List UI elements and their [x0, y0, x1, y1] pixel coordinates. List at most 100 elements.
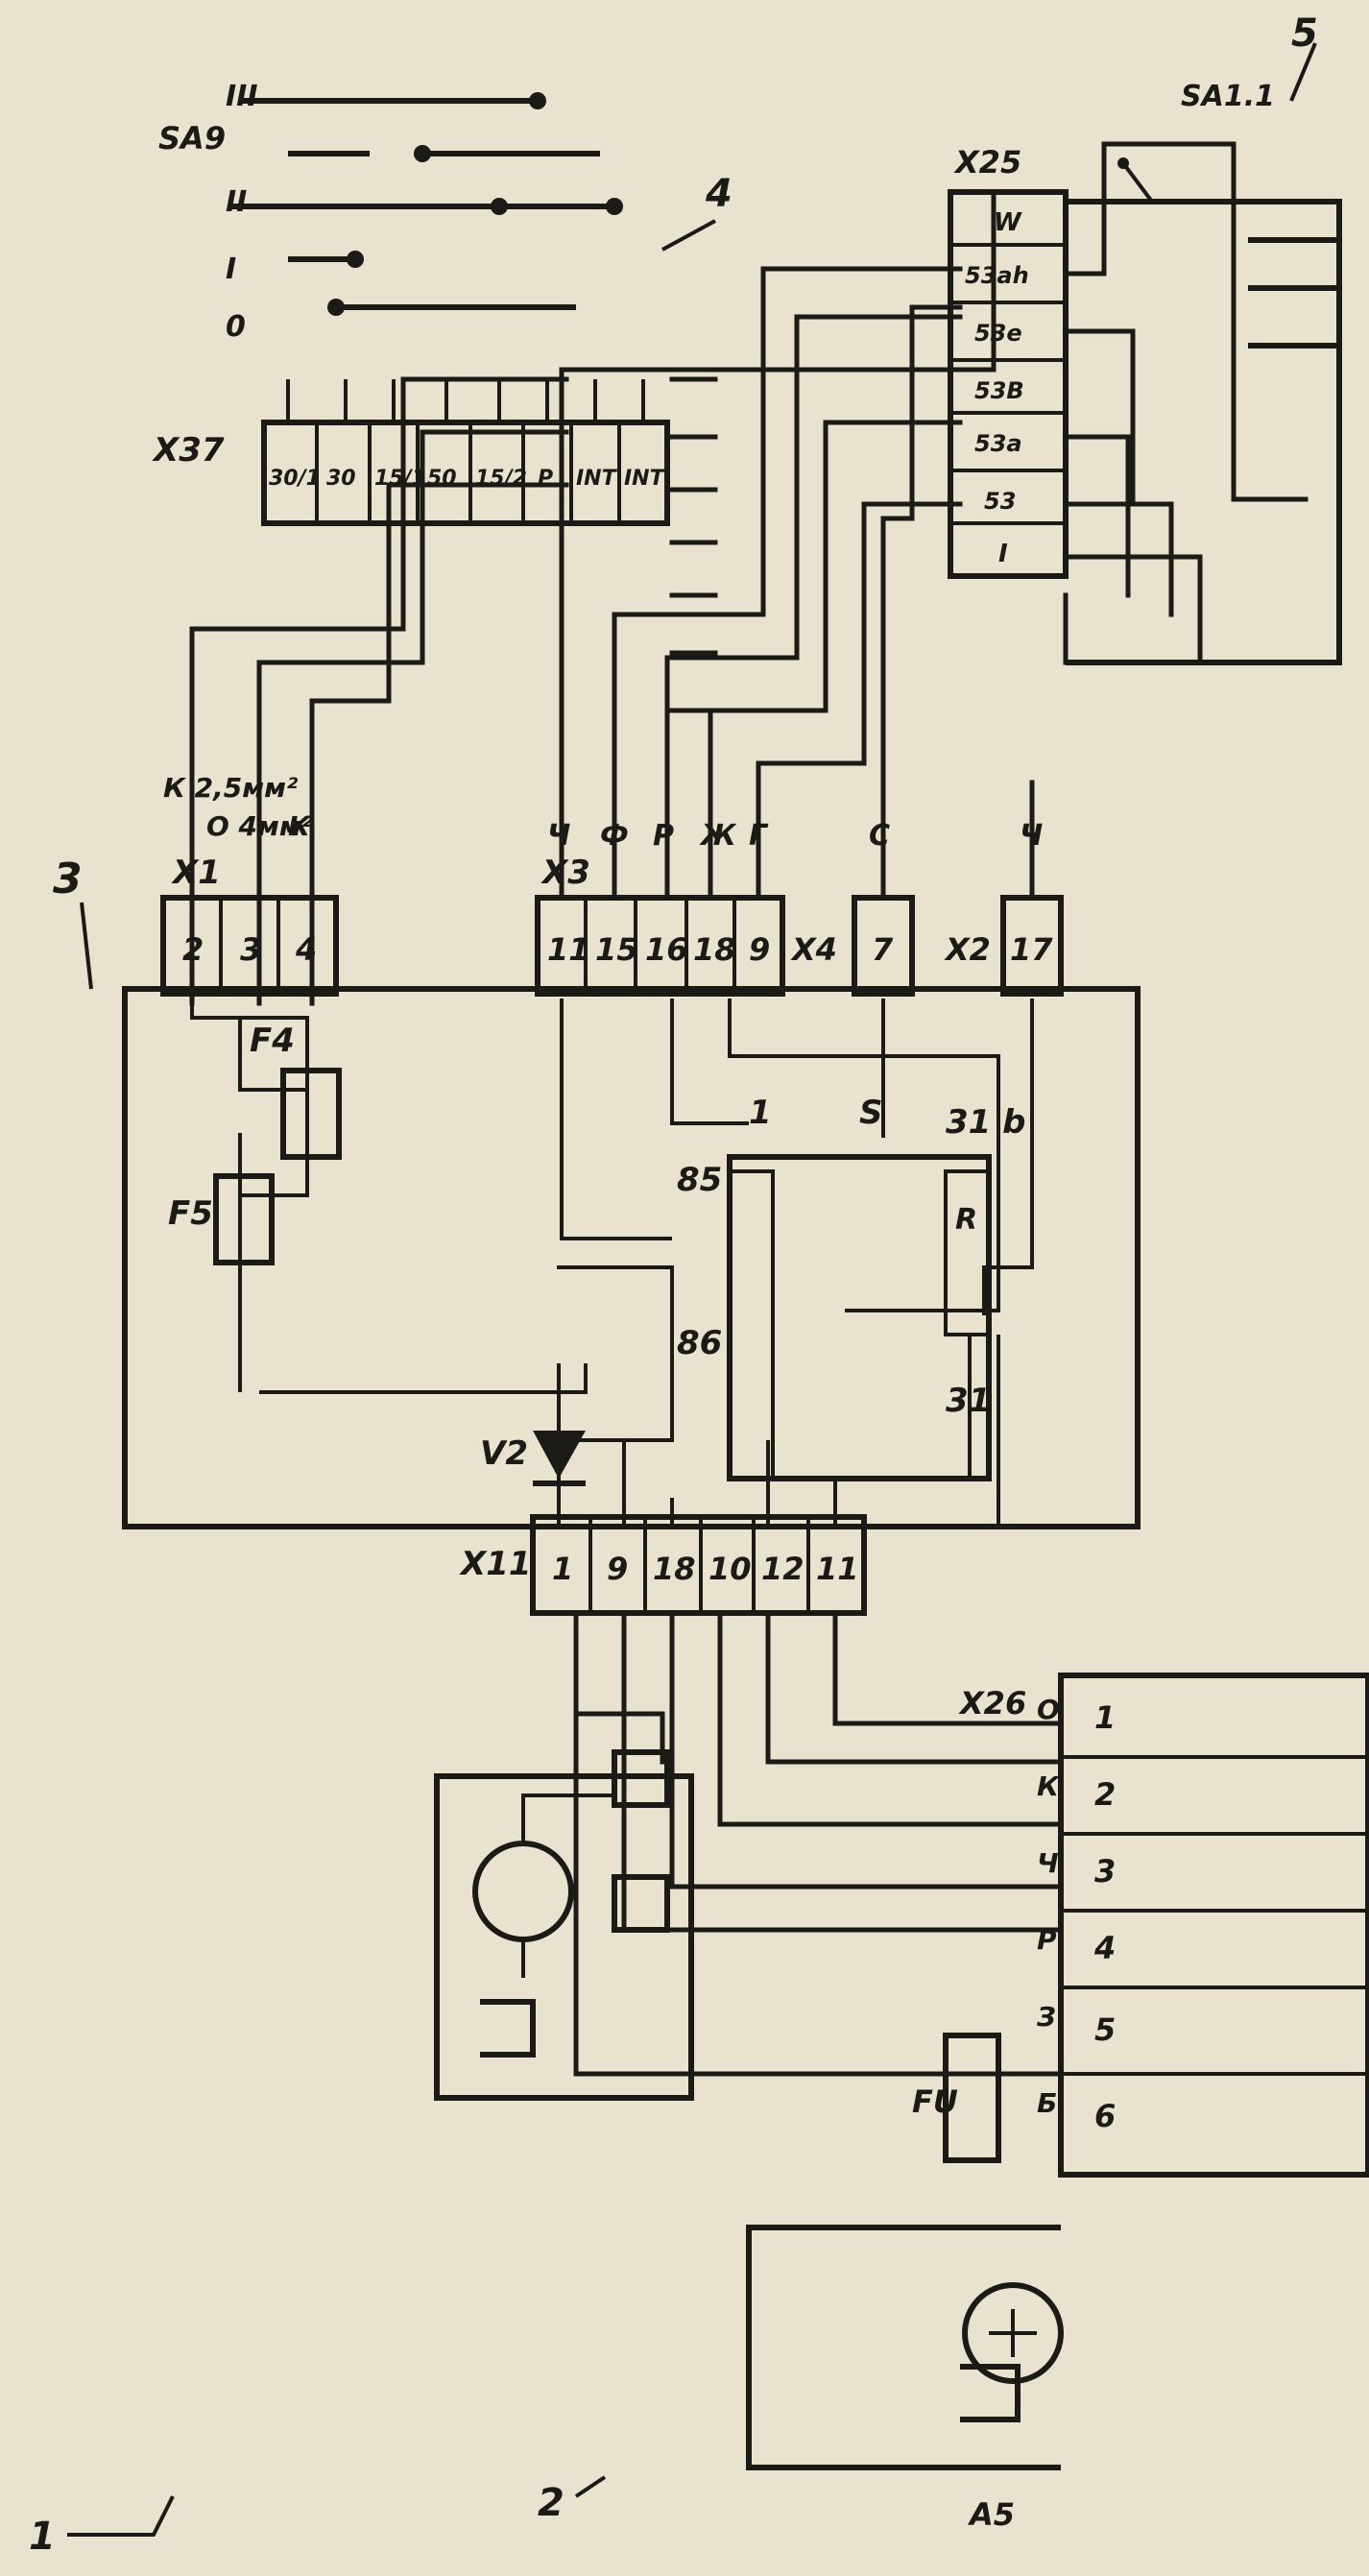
- connector-x11: [530, 1514, 867, 1616]
- x4-pin-7: 7: [872, 931, 894, 968]
- connector-x2: [1000, 895, 1064, 997]
- x3-wire-2: Ф: [600, 819, 629, 853]
- x11-pin-12: 12: [761, 1551, 805, 1587]
- x26-wire-5: З: [1036, 2001, 1056, 2033]
- x3-wire-5: Г: [749, 819, 769, 853]
- connector-x4: [852, 895, 915, 997]
- x26-pin-2: 2: [1094, 1776, 1116, 1813]
- callout-1: 1: [29, 2515, 56, 2559]
- x37-pin-7: INT: [576, 467, 618, 491]
- x11-name: X11: [459, 1545, 532, 1583]
- switch-sa1-1: [1066, 157, 1342, 665]
- sa9-pos-1: I: [226, 253, 236, 286]
- x2-wire: Ч: [1020, 819, 1043, 853]
- x1-pin-2: 2: [182, 931, 204, 968]
- callout-leaders: [67, 42, 1317, 2537]
- switch-sa9: [230, 92, 623, 316]
- fuse-f4: [280, 1068, 342, 1160]
- x25-pin-53e: 53e: [974, 320, 1022, 347]
- x4-wire: С: [869, 819, 890, 853]
- x37-pin-4: 50: [427, 467, 457, 491]
- x26-pin-3: 3: [1094, 1853, 1116, 1890]
- washer-motor-a5: [746, 2033, 1064, 2470]
- callout-5: 5: [1291, 12, 1318, 56]
- sa9-pos-3: III: [226, 80, 258, 113]
- relay-terminal-1: 1: [749, 1094, 772, 1132]
- relay-terminal-86: 86: [677, 1324, 722, 1362]
- x37-pin-2: 30: [326, 467, 356, 491]
- wires: [189, 141, 1309, 2077]
- x3-name: X3: [540, 854, 590, 892]
- sa9-pos-0: 0: [226, 310, 246, 344]
- x11-pin-1: 1: [552, 1551, 573, 1587]
- x11-pin-9: 9: [607, 1551, 628, 1587]
- fu-label: FU: [912, 2083, 958, 2120]
- relay-terminal-31: 31: [946, 1382, 991, 1420]
- x25-pin-w: W: [994, 208, 1022, 237]
- x26-wire-6: Б: [1037, 2087, 1057, 2119]
- x2-pin-17: 17: [1010, 931, 1053, 968]
- connector-x1: [160, 895, 339, 997]
- callout-3: 3: [53, 855, 83, 903]
- sa11-name: SA1.1: [1181, 80, 1275, 113]
- x37-pin-8: INT: [624, 467, 666, 491]
- x1-wire-label-3: К: [288, 810, 312, 842]
- relay-unit-3: [122, 986, 1141, 1529]
- x3-wire-1: Ч: [547, 819, 570, 853]
- relay-terminal-r: R: [955, 1203, 977, 1237]
- x3-pin-18: 18: [693, 931, 736, 968]
- callout-2: 2: [538, 2481, 564, 2525]
- x25-pin-i: I: [998, 540, 1008, 568]
- connector-x26: [1058, 1673, 1369, 2178]
- x11-pin-10: 10: [709, 1551, 752, 1587]
- x1-name: X1: [171, 854, 221, 892]
- x25-pin-53: 53: [984, 488, 1016, 515]
- x26-pin-4: 4: [1093, 1930, 1116, 1966]
- sa9-pos-2: II: [226, 185, 247, 219]
- wiper-motor-2: [434, 1749, 694, 2101]
- x26-name: X26: [958, 1685, 1026, 1721]
- x26-wire-3: Ч: [1037, 1847, 1059, 1879]
- x1-pin-3: 3: [240, 931, 261, 968]
- x26-wire-2: К: [1037, 1770, 1061, 1802]
- diode-v2: [533, 1363, 586, 1527]
- connector-x37: [261, 379, 670, 526]
- labels: 3 4 5 2 1 F4 F5 V2 85 1 S 31 b 86 31 R X…: [29, 12, 1318, 2559]
- relay-terminal-85: 85: [677, 1161, 722, 1199]
- x26-pin-6: 6: [1094, 2098, 1116, 2134]
- x3-wire-4: Ж: [699, 819, 737, 853]
- callout-4: 4: [705, 172, 733, 216]
- x3-wire-3: Р: [653, 819, 674, 853]
- x11-pin-11: 11: [816, 1551, 859, 1587]
- x26-pin-1: 1: [1094, 1699, 1116, 1736]
- x3-pin-15: 15: [595, 931, 638, 968]
- relay-terminal-31b: 31 b: [946, 1103, 1026, 1142]
- x25-pin-53b: 53B: [974, 377, 1024, 404]
- x2-name: X2: [944, 931, 991, 968]
- connector-x25: [948, 189, 1069, 579]
- a5-label: A5: [967, 2496, 1015, 2533]
- x3-pin-11: 11: [547, 931, 590, 968]
- x25-name: X25: [953, 144, 1021, 181]
- sa9-name: SA9: [158, 120, 226, 156]
- relay-coil-box: [727, 1154, 992, 1481]
- x1-wire-label-2: О 4мм²: [206, 810, 314, 842]
- relay-terminal-s: S: [859, 1094, 883, 1132]
- x37-pin-3: 15/1: [374, 467, 426, 491]
- x37-name: X37: [152, 431, 225, 469]
- x26-pin-5: 5: [1094, 2011, 1116, 2048]
- x3-pin-16: 16: [645, 931, 688, 968]
- connector-x3: [535, 895, 785, 997]
- x25-pin-53ah: 53ah: [965, 262, 1029, 289]
- x1-pin-4: 4: [295, 931, 317, 968]
- x37-pin-1: 30/1: [269, 467, 321, 491]
- x1-wire-label-1: К 2,5мм²: [163, 772, 299, 804]
- x4-name: X4: [790, 931, 837, 968]
- x25-pin-53a: 53a: [974, 430, 1022, 457]
- x11-pin-18: 18: [653, 1551, 696, 1587]
- fuse-f4-label: F4: [250, 1022, 295, 1060]
- fuse-f5-label: F5: [168, 1194, 213, 1233]
- x26-wire-4: Р: [1037, 1924, 1057, 1956]
- diode-v2-label: V2: [480, 1434, 528, 1473]
